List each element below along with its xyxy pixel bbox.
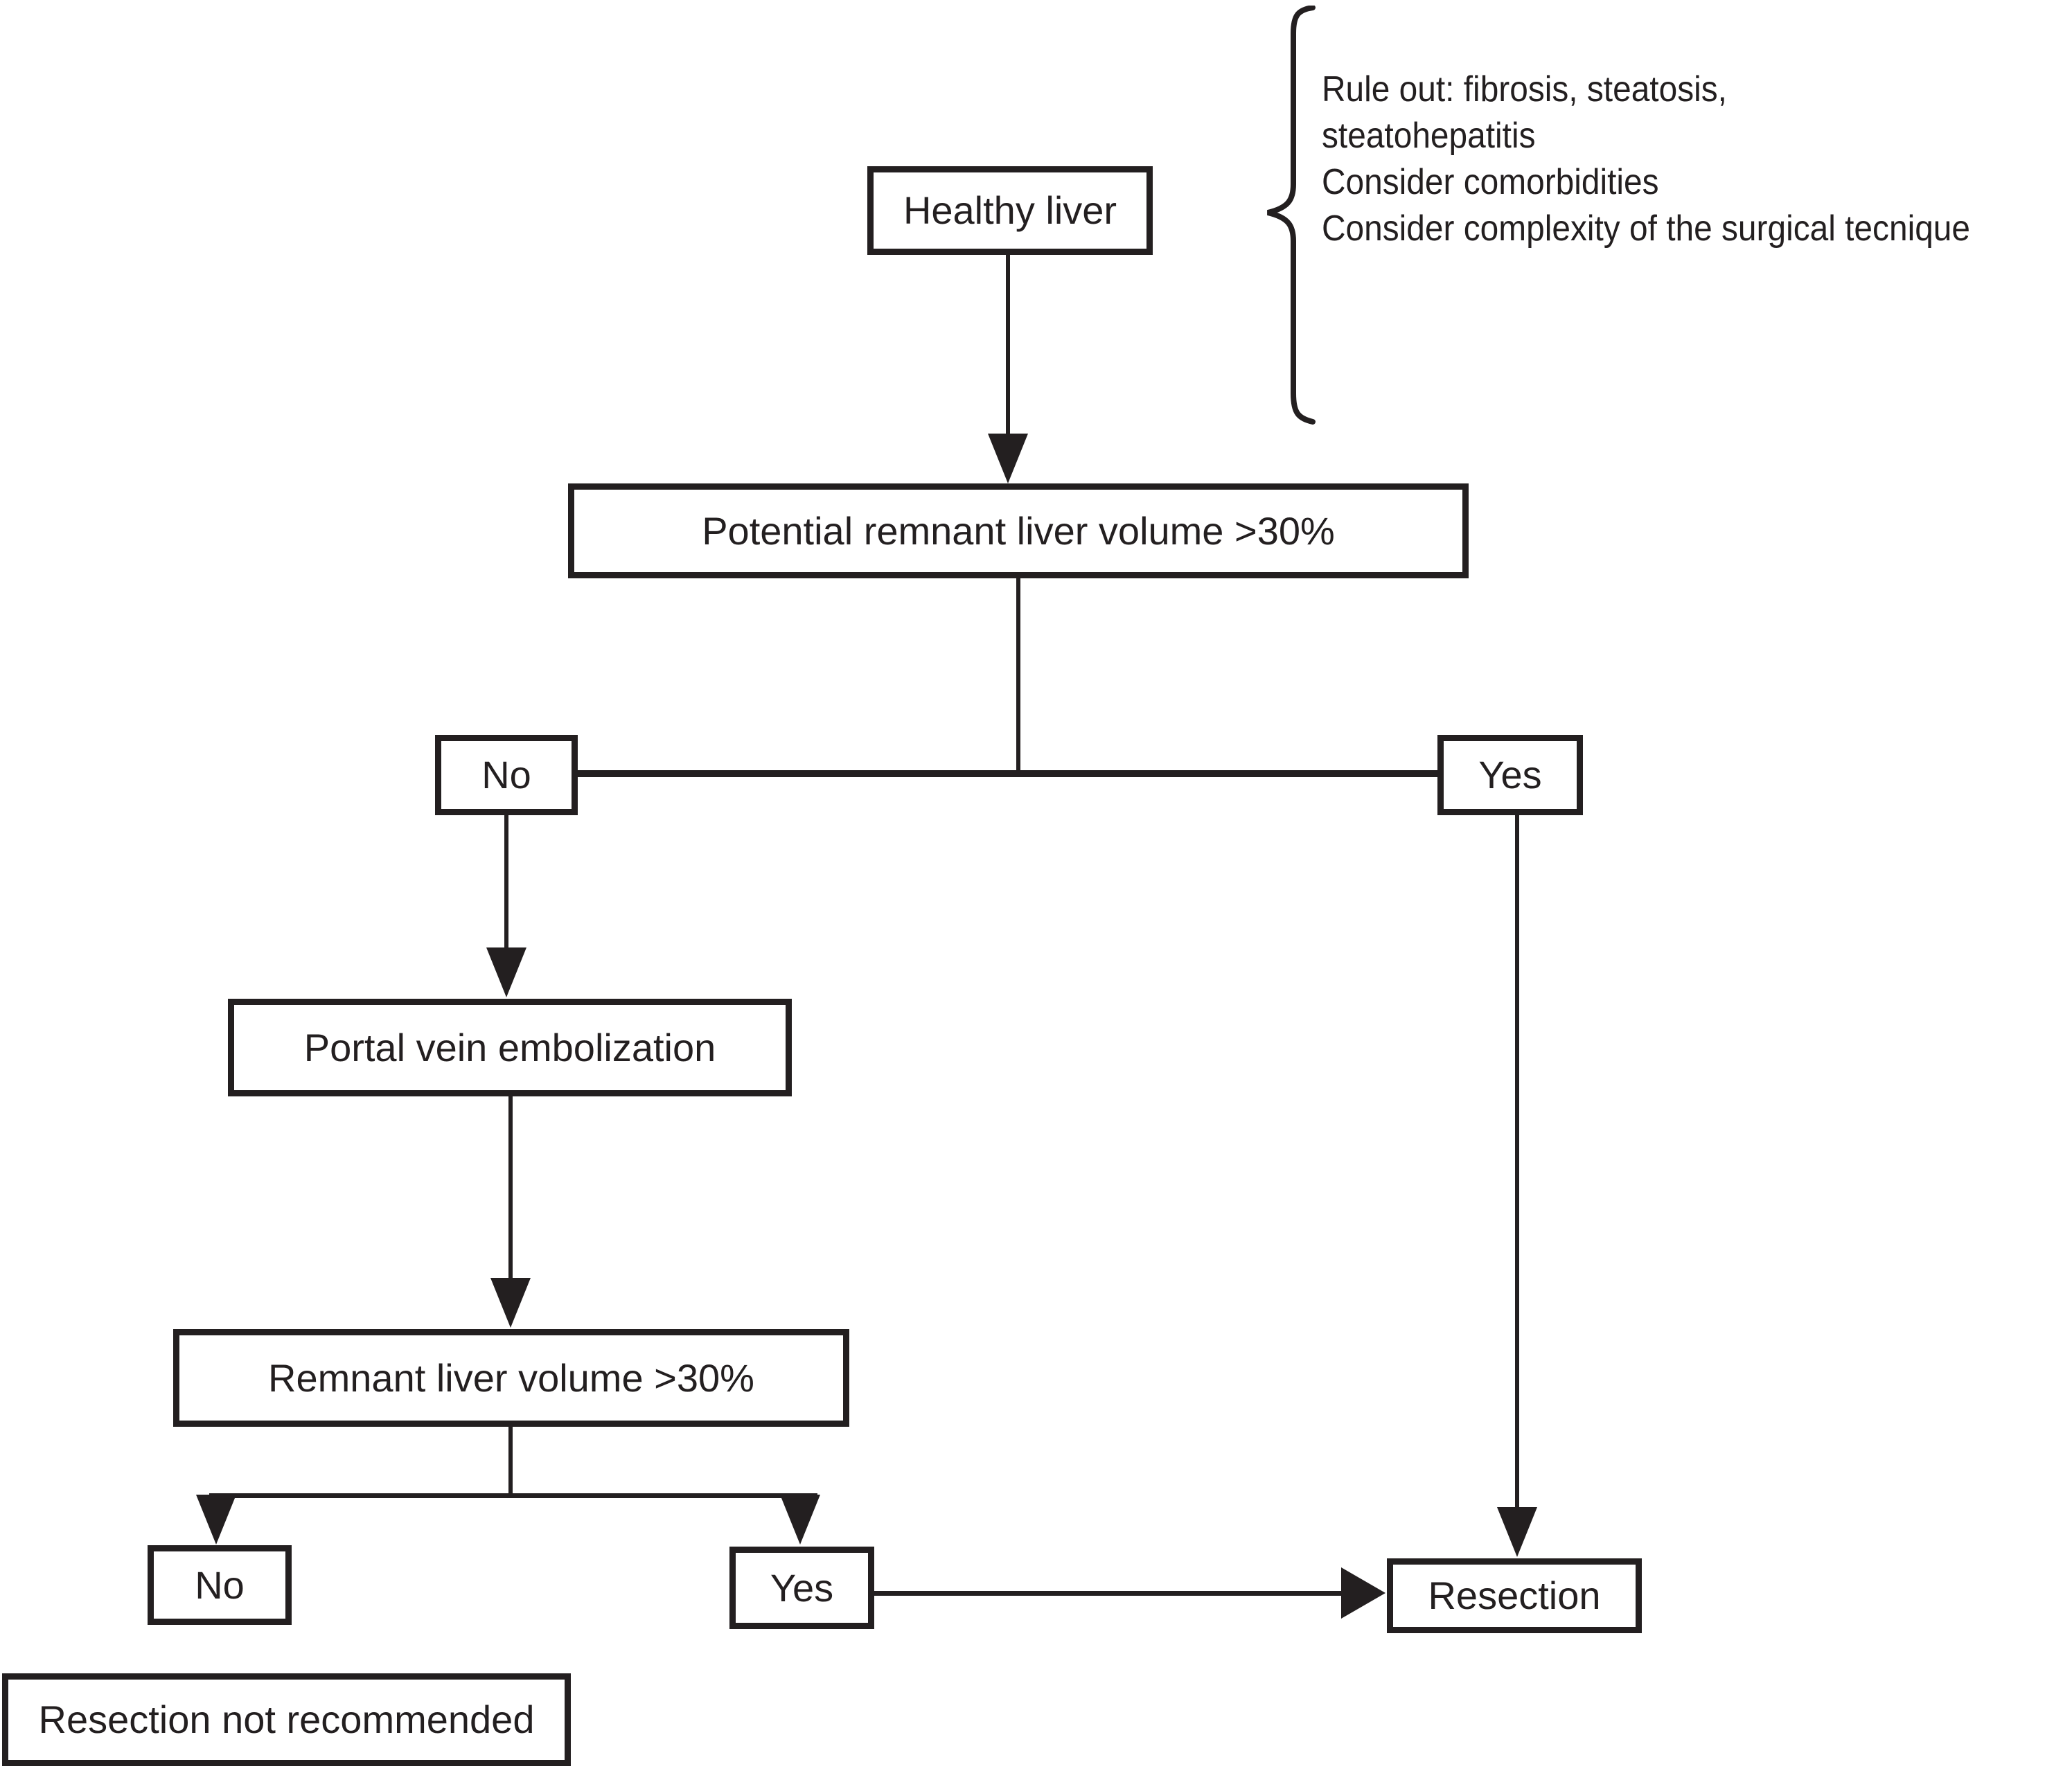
connector-yes-bottom-to-resection xyxy=(874,1591,1343,1596)
node-resection-not-recommended-label: Resection not recommended xyxy=(38,1698,535,1742)
connector-remnant-to-branch xyxy=(508,1425,513,1498)
node-resection-not-recommended: Resection not recommended xyxy=(2,1673,571,1766)
connector-potential-to-branch xyxy=(1016,577,1020,776)
connector-healthy-to-potential xyxy=(1006,253,1010,439)
annotation-note: Rule out: fibrosis, steatosis, steatohep… xyxy=(1322,66,2072,252)
node-no-top: No xyxy=(435,735,578,815)
arrowhead-into-no-bottom xyxy=(196,1495,236,1545)
node-yes-bottom: Yes xyxy=(729,1547,874,1629)
node-remnant-volume: Remnant liver volume >30% xyxy=(173,1329,849,1427)
node-potential-remnant-volume: Potential remnant liver volume >30% xyxy=(568,483,1469,578)
annotation-line: Rule out: fibrosis, steatosis, xyxy=(1322,69,1727,109)
node-no-bottom-label: No xyxy=(195,1563,245,1607)
node-no-bottom: No xyxy=(148,1545,292,1625)
annotation-line: Consider complexity of the surgical tecn… xyxy=(1322,208,1971,249)
connector-portal-to-remnant xyxy=(508,1095,513,1281)
connector-branch-no-yes-bottom xyxy=(209,1493,817,1498)
arrowhead-into-portal xyxy=(486,947,526,997)
node-potential-remnant-volume-label: Potential remnant liver volume >30% xyxy=(702,508,1335,553)
node-resection-label: Resection xyxy=(1428,1574,1601,1618)
arrowhead-into-potential xyxy=(988,434,1028,483)
node-portal-vein-embolization: Portal vein embolization xyxy=(228,999,792,1096)
arrowhead-into-yes-bottom xyxy=(780,1495,820,1545)
annotation-line: Consider comorbidities xyxy=(1322,162,1659,202)
arrowhead-into-remnant xyxy=(490,1278,531,1328)
arrowhead-into-resection-left xyxy=(1341,1567,1385,1619)
node-remnant-volume-label: Remnant liver volume >30% xyxy=(268,1355,754,1400)
node-no-top-label: No xyxy=(481,753,531,797)
node-yes-bottom-label: Yes xyxy=(770,1565,834,1610)
node-yes-top: Yes xyxy=(1437,735,1583,815)
node-healthy-liver-label: Healthy liver xyxy=(903,188,1117,233)
node-healthy-liver: Healthy liver xyxy=(867,166,1153,255)
node-yes-top-label: Yes xyxy=(1478,753,1542,797)
curly-brace-icon xyxy=(1267,6,1316,425)
arrowhead-into-resection-top xyxy=(1497,1507,1537,1557)
annotation-line: steatohepatitis xyxy=(1322,116,1536,156)
connector-no-to-portal xyxy=(504,814,508,950)
connector-branch-no-yes xyxy=(576,770,1439,777)
connector-yes-to-resection xyxy=(1515,814,1519,1510)
node-resection: Resection xyxy=(1387,1558,1642,1633)
node-portal-vein-embolization-label: Portal vein embolization xyxy=(303,1025,716,1069)
